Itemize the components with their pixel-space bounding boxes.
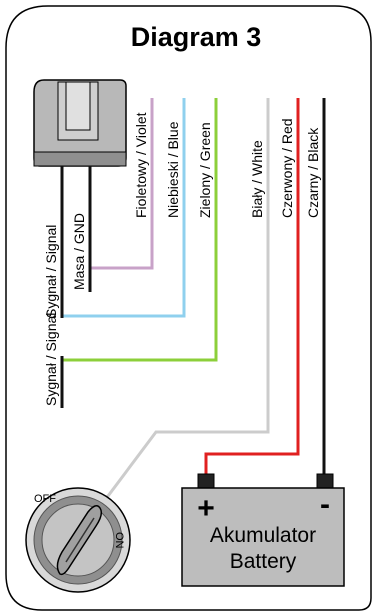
white-wire — [94, 98, 270, 513]
label-masa: Masa / GND — [71, 213, 87, 290]
blue-wire — [62, 98, 186, 318]
label-violet: Fioletowy / Violet — [133, 112, 149, 218]
diagram-title: Diagram 3 — [131, 22, 262, 52]
label-green: Zielony / Green — [197, 122, 213, 218]
label-blue: Niebieski / Blue — [165, 121, 181, 218]
red-wire — [204, 98, 300, 476]
battery-minus-sign: - — [320, 488, 330, 521]
ignition-key-icon — [56, 505, 103, 576]
battery-plus-sign: + — [197, 492, 215, 525]
label-black: Czarny / Black — [305, 127, 321, 218]
connector-plug — [33, 79, 127, 167]
label-signal-lower: Sygnał / Signal — [43, 313, 59, 406]
battery-label-pl: Akumulator — [210, 524, 316, 547]
label-signal-upper: Sygnał / Signal — [43, 225, 59, 318]
battery-label-en: Battery — [230, 550, 297, 573]
battery: + - Akumulator Battery — [181, 473, 345, 587]
label-white: Biały / White — [249, 140, 265, 218]
ignition-off-label: OFF — [34, 493, 56, 505]
ignition-on-label: ON — [113, 532, 125, 549]
green-wire — [62, 98, 218, 362]
label-red: Czerwony / Red — [279, 118, 295, 218]
violet-wire — [90, 98, 154, 270]
ignition-switch: OFF ON — [25, 487, 131, 593]
